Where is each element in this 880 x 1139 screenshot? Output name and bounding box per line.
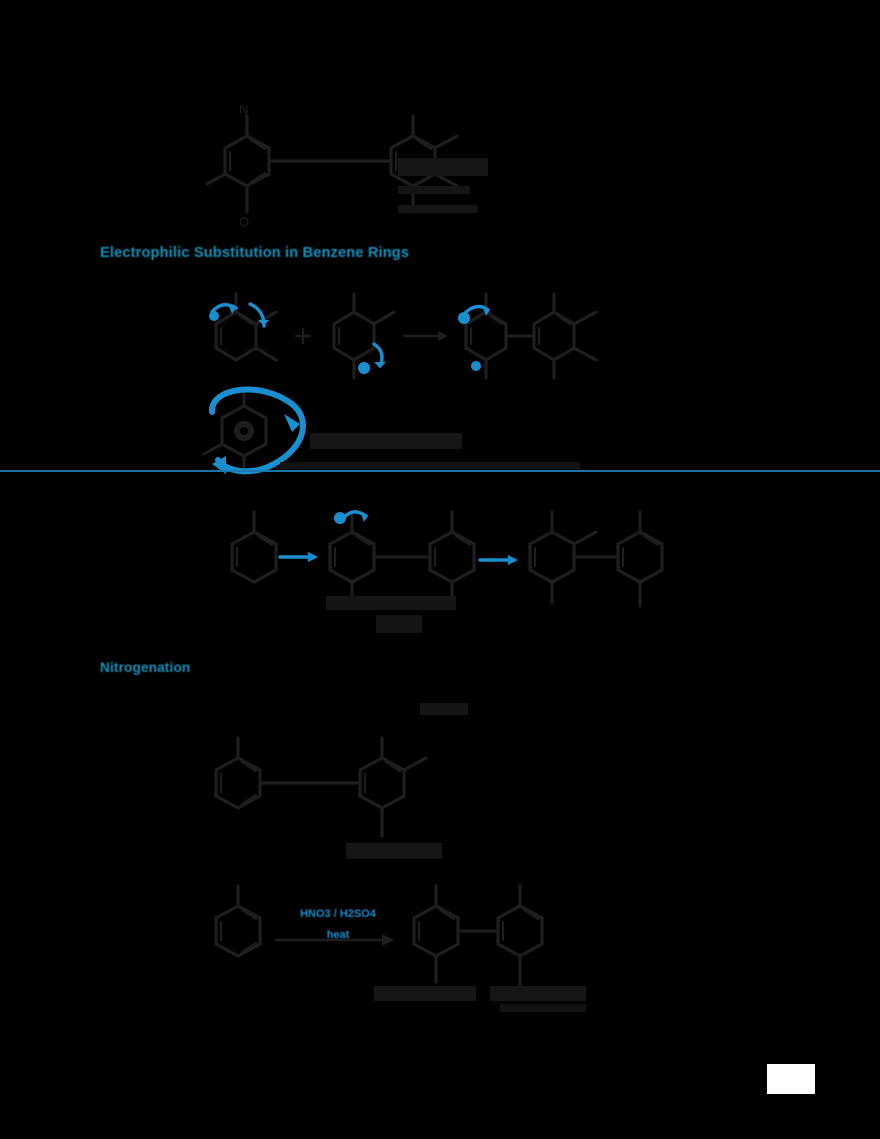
svg-text:O: O — [239, 214, 249, 229]
bottom-product-ring-2 — [496, 884, 544, 996]
page-number-badge — [767, 1064, 815, 1094]
bottom-reactant-ring — [214, 884, 262, 958]
electron-flow-core — [202, 386, 268, 476]
mechanism-intermediate-2 — [332, 292, 396, 380]
electron-flow-caption-2 — [280, 462, 580, 469]
section-divider — [0, 470, 880, 472]
bottom-reagent-line-1: HNO3 / H2SO4 — [300, 908, 376, 920]
bottom-caption-left — [374, 986, 476, 1001]
svg-text:N: N — [239, 102, 248, 117]
section-heading-nitrogenation: Nitrogenation — [100, 660, 191, 675]
left-benzene-ring — [223, 134, 271, 188]
top-scheme-label-2 — [398, 186, 470, 194]
scheme3-ring-d — [528, 510, 598, 604]
bottom-product-ring-1 — [412, 884, 460, 984]
bottom-caption-right — [490, 986, 586, 1001]
third-scheme-center-label — [376, 615, 422, 633]
bottom-caption-sub — [500, 1004, 586, 1012]
top-scheme-label-3 — [398, 205, 478, 213]
top-scheme-label-1 — [398, 158, 488, 176]
scheme3-ring-b — [328, 510, 376, 604]
scheme3-ring-a — [230, 510, 278, 584]
electron-flow-caption — [310, 433, 462, 449]
scheme3-ring-e — [616, 510, 664, 608]
nitro-product-caption — [346, 843, 442, 859]
bottom-reagent-line-2: heat — [326, 929, 350, 941]
mechanism-intermediate-3 — [458, 292, 536, 380]
nitro-left-ring — [214, 736, 262, 810]
mechanism-product-ring — [532, 292, 598, 380]
scheme3-ring-c — [428, 510, 476, 604]
nitro-scheme-top-note — [420, 703, 468, 715]
third-reaction-scheme — [218, 498, 708, 633]
mechanism-row-scheme — [198, 282, 668, 382]
section-heading-electrophilic-substitution: Electrophilic Substitution in Benzene Ri… — [100, 245, 410, 261]
nitro-right-ring — [358, 736, 428, 838]
third-scheme-bottom-caption — [326, 596, 456, 610]
bottom-reaction-scheme — [198, 878, 568, 1003]
nitro-reaction-scheme — [198, 730, 458, 845]
mechanism-intermediate-1 — [209, 292, 278, 362]
